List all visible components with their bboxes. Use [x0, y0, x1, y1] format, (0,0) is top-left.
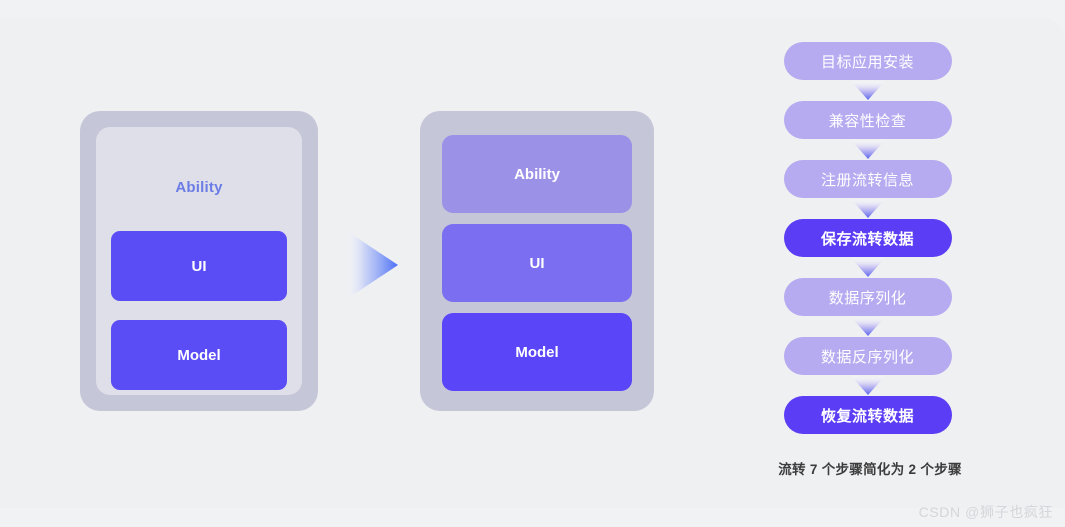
flow-step-2[interactable]: 兼容性检查	[783, 101, 952, 139]
before-block-model: Model	[111, 320, 287, 390]
before-state-card: Ability UI Model	[80, 111, 318, 411]
flow-steps-column: 目标应用安装兼容性检查注册流转信息保存流转数据数据序列化数据反序列化恢复流转数据	[760, 42, 975, 434]
flow-step-row: 数据序列化	[760, 278, 975, 316]
transition-arrow-icon	[344, 229, 398, 301]
flow-caption: 流转 7 个步骤简化为 2 个步骤	[778, 462, 962, 477]
before-block-ui: UI	[111, 231, 287, 301]
flow-step-7[interactable]: 恢复流转数据	[783, 396, 952, 434]
after-block-model: Model	[442, 313, 632, 391]
flow-step-row: 恢复流转数据	[760, 396, 975, 434]
after-block-ui: UI	[442, 224, 632, 302]
flow-step-row: 保存流转数据	[760, 219, 975, 257]
bottom-band	[0, 508, 1065, 527]
after-block-ability: Ability	[442, 135, 632, 213]
before-ability-label: Ability	[175, 179, 223, 196]
flow-step-3[interactable]: 注册流转信息	[783, 160, 952, 198]
flow-connector-arrow-icon	[760, 257, 975, 278]
flow-connector-arrow-icon	[760, 375, 975, 396]
top-band	[0, 0, 1065, 18]
before-ability-container: Ability UI Model	[96, 127, 302, 395]
flow-step-1[interactable]: 目标应用安装	[783, 42, 952, 80]
flow-step-4[interactable]: 保存流转数据	[783, 219, 952, 257]
flow-step-row: 数据反序列化	[760, 337, 975, 375]
flow-connector-arrow-icon	[760, 139, 975, 160]
flow-step-row: 注册流转信息	[760, 160, 975, 198]
flow-step-5[interactable]: 数据序列化	[783, 278, 952, 316]
flow-step-6[interactable]: 数据反序列化	[783, 337, 952, 375]
flow-connector-arrow-icon	[760, 80, 975, 101]
flow-connector-arrow-icon	[760, 316, 975, 337]
flow-step-row: 兼容性检查	[760, 101, 975, 139]
flow-connector-arrow-icon	[760, 198, 975, 219]
flow-step-row: 目标应用安装	[760, 42, 975, 80]
after-state-card: Ability UI Model	[420, 111, 654, 411]
watermark-text: CSDN @狮子也疯狂	[918, 504, 1053, 520]
